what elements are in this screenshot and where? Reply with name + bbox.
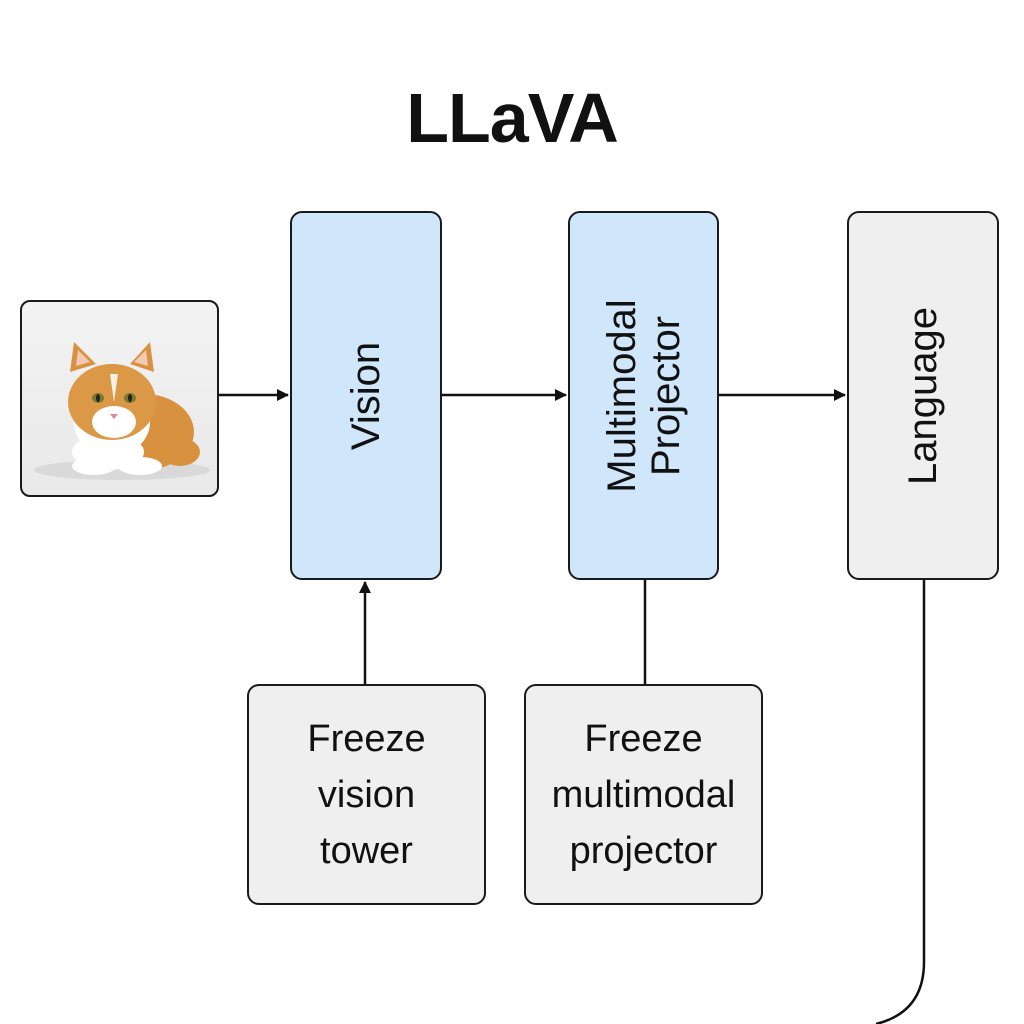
freeze-vision-tower-label: Freeze vision tower bbox=[249, 711, 484, 879]
freeze-vision-tower-note: Freeze vision tower bbox=[247, 684, 486, 905]
multimodal-projector-label: Multimodal Projector bbox=[600, 299, 688, 492]
freeze-vision-line-3: tower bbox=[320, 829, 413, 872]
multimodal-projector-box: Multimodal Projector bbox=[568, 211, 719, 580]
freeze-projector-line-2: multimodal bbox=[551, 773, 736, 816]
input-image bbox=[20, 300, 219, 497]
freeze-vision-line-1: Freeze bbox=[307, 717, 426, 760]
projector-label-line-1: Multimodal bbox=[599, 298, 644, 493]
freeze-vision-line-2: vision bbox=[317, 773, 416, 816]
vision-encoder-box: Vision bbox=[290, 211, 442, 580]
cat-photo-icon bbox=[34, 342, 210, 480]
freeze-projector-line-3: projector bbox=[569, 829, 718, 872]
line-language-output bbox=[875, 580, 926, 1024]
freeze-multimodal-projector-label: Freeze multimodal projector bbox=[526, 711, 761, 879]
vision-encoder-label: Vision bbox=[344, 341, 388, 450]
freeze-projector-line-1: Freeze bbox=[584, 717, 703, 760]
freeze-multimodal-projector-note: Freeze multimodal projector bbox=[524, 684, 763, 905]
language-model-label: Language bbox=[901, 306, 945, 485]
diagram-title: LLaVA bbox=[406, 79, 619, 157]
projector-label-line-2: Projector bbox=[643, 315, 688, 476]
language-model-box: Language bbox=[847, 211, 999, 580]
